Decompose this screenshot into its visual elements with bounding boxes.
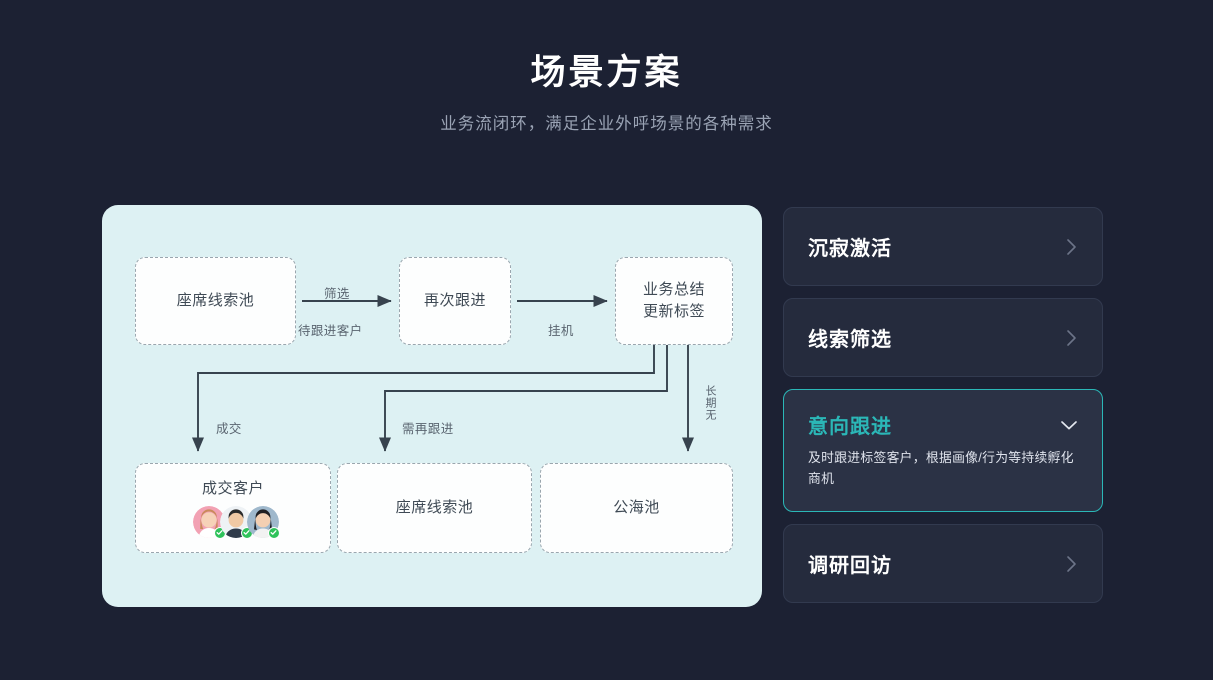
edge-label-deal: 成交 [216, 422, 242, 436]
chevron-right-icon[interactable] [1065, 237, 1078, 257]
accordion-description: 及时跟进标签客户，根据画像/行为等持续孵化商机 [808, 450, 1074, 486]
node-label: 公海池 [613, 499, 660, 517]
flow-connectors [191, 294, 695, 452]
node-label-line2: 更新标签 [642, 303, 705, 320]
node-label: 座席线索池 [395, 499, 474, 517]
chevron-right-icon[interactable] [1065, 554, 1078, 574]
node-follow-up: 再次跟进 [399, 257, 511, 345]
node-public-pool: 公海池 [540, 463, 733, 553]
node-lead-pool-top: 座席线索池 [135, 257, 296, 345]
customer-avatar-group [192, 505, 280, 539]
verified-badge-icon [267, 526, 280, 539]
accordion-item-research-revisit[interactable]: 调研回访 [783, 524, 1103, 604]
accordion-item-silent-activation[interactable]: 沉寂激活 [783, 207, 1103, 286]
flow-diagram-panel: 座席线索池 再次跟进 业务总结 更新标签 成交客户 [102, 205, 762, 607]
avatar-customer-3 [246, 505, 280, 539]
edge-label-need-follow: 需再跟进 [402, 422, 454, 436]
node-label-line1: 业务总结 [642, 281, 705, 299]
node-label: 成交客户 [201, 480, 264, 498]
chevron-down-icon[interactable] [1060, 419, 1078, 431]
scene-accordion-list: 沉寂激活 线索筛选 意向跟进 及时跟进标签客户，根据画像/行为等持续 [783, 207, 1103, 615]
edge-label-hangup: 挂机 [548, 324, 574, 338]
node-deal-customer: 成交客户 [135, 463, 331, 553]
accordion-label: 调研回访 [808, 555, 892, 578]
node-business-summary: 业务总结 更新标签 [615, 257, 733, 345]
page-title: 场景方案 [530, 53, 683, 92]
accordion-label: 意向跟进 [808, 416, 892, 438]
avatar-customer-1 [192, 505, 226, 539]
avatar-customer-2 [219, 505, 253, 539]
edge-label-pending: 待跟进客户 [298, 324, 363, 338]
accordion-label: 线索筛选 [808, 329, 892, 351]
node-lead-pool-bottom: 座席线索池 [337, 463, 532, 553]
page-subtitle: 业务流闭环，满足企业外呼场景的各种需求 [440, 115, 773, 133]
accordion-item-lead-screening[interactable]: 线索筛选 [783, 298, 1103, 377]
node-label: 座席线索池 [176, 292, 255, 310]
node-label: 再次跟进 [423, 292, 486, 310]
edge-label-screen: 筛选 [324, 287, 350, 301]
edge-label-long-term: 长期无 [704, 385, 716, 421]
chevron-right-icon[interactable] [1065, 328, 1078, 348]
page-header: 场景方案 业务流闭环，满足企业外呼场景的各种需求 [0, 0, 1213, 134]
accordion-label: 沉寂激活 [808, 238, 892, 260]
accordion-item-intent-follow-up[interactable]: 意向跟进 及时跟进标签客户，根据画像/行为等持续孵化商机 [783, 389, 1103, 513]
